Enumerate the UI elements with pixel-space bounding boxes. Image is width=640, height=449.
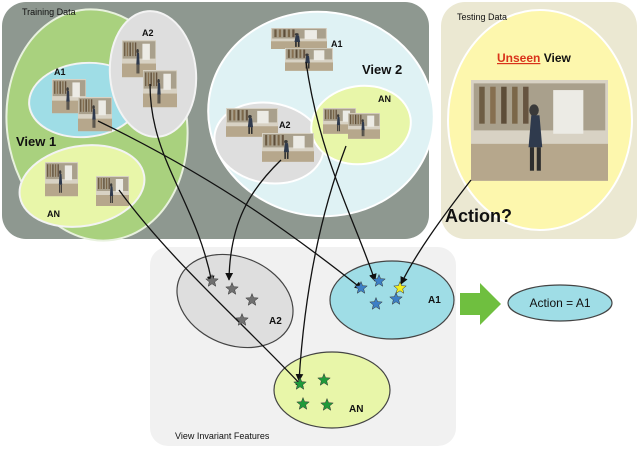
view1-a2-label: A2 <box>142 28 154 38</box>
testing-data-title: Testing Data <box>457 12 507 22</box>
star-blue-3-icon <box>369 296 383 310</box>
view2-a1-image-2 <box>285 48 333 71</box>
feature-a1-cluster <box>329 260 455 340</box>
view1-label: View 1 <box>16 134 56 149</box>
view1-a2-image-2 <box>143 70 177 108</box>
arrow-view1-a1 <box>97 120 363 290</box>
star-gray-3-icon <box>245 292 259 306</box>
result-ellipse <box>507 284 613 322</box>
feature-an-label: AN <box>349 404 363 415</box>
star-yellow-query-icon <box>393 280 407 294</box>
training-data-title: Training Data <box>22 7 76 17</box>
view2-a1-label: A1 <box>331 39 343 49</box>
arrow-view1-a2 <box>149 83 215 284</box>
view1-an-image-2 <box>96 176 129 206</box>
unseen-view-title: Unseen View <box>497 51 571 65</box>
star-blue-1-icon <box>354 280 368 294</box>
arrow-view1-an <box>118 189 304 388</box>
arrow-view2-a2 <box>225 159 282 281</box>
unseen-view-word: View <box>540 51 571 65</box>
view2-a2-label: A2 <box>279 120 291 130</box>
view2-a2-image-2 <box>262 133 314 162</box>
view1-a1-image-2 <box>78 97 112 132</box>
star-gray-2-icon <box>225 281 239 295</box>
unseen-word: Unseen <box>497 51 540 65</box>
action-query-label: Action? <box>445 206 512 226</box>
star-green-3-icon <box>296 396 310 410</box>
view1-a1-label: A1 <box>54 67 66 77</box>
view2-a1-image-1 <box>271 28 327 49</box>
feature-a2-label: A2 <box>269 316 282 327</box>
view1-an-image-1 <box>45 162 78 197</box>
action-result-label: Action = A1 <box>529 296 590 310</box>
arrow-unseen-a1 <box>400 179 472 285</box>
star-blue-2-icon <box>372 273 386 287</box>
star-green-2-icon <box>317 372 331 386</box>
unseen-view-image <box>471 80 608 181</box>
view-invariant-features-title: View Invariant Features <box>175 431 270 441</box>
view2-a2-image-1 <box>226 108 278 137</box>
arrow-right-icon <box>460 283 501 325</box>
star-blue-4-icon <box>389 291 403 305</box>
star-gray-4-icon <box>235 312 249 326</box>
star-gray-1-icon <box>205 273 219 287</box>
feature-a1-label: A1 <box>428 295 441 306</box>
arrow-view2-a1 <box>305 61 377 282</box>
feature-a2-cluster <box>176 253 294 349</box>
star-green-4-icon <box>320 397 334 411</box>
view1-an-label: AN <box>47 209 60 219</box>
view2-an-image-2 <box>348 113 380 139</box>
feature-an-cluster <box>273 351 391 429</box>
view2-an-label: AN <box>378 94 391 104</box>
star-green-1-icon <box>293 376 307 390</box>
arrow-view2-an <box>295 145 347 382</box>
view2-label: View 2 <box>362 62 402 77</box>
